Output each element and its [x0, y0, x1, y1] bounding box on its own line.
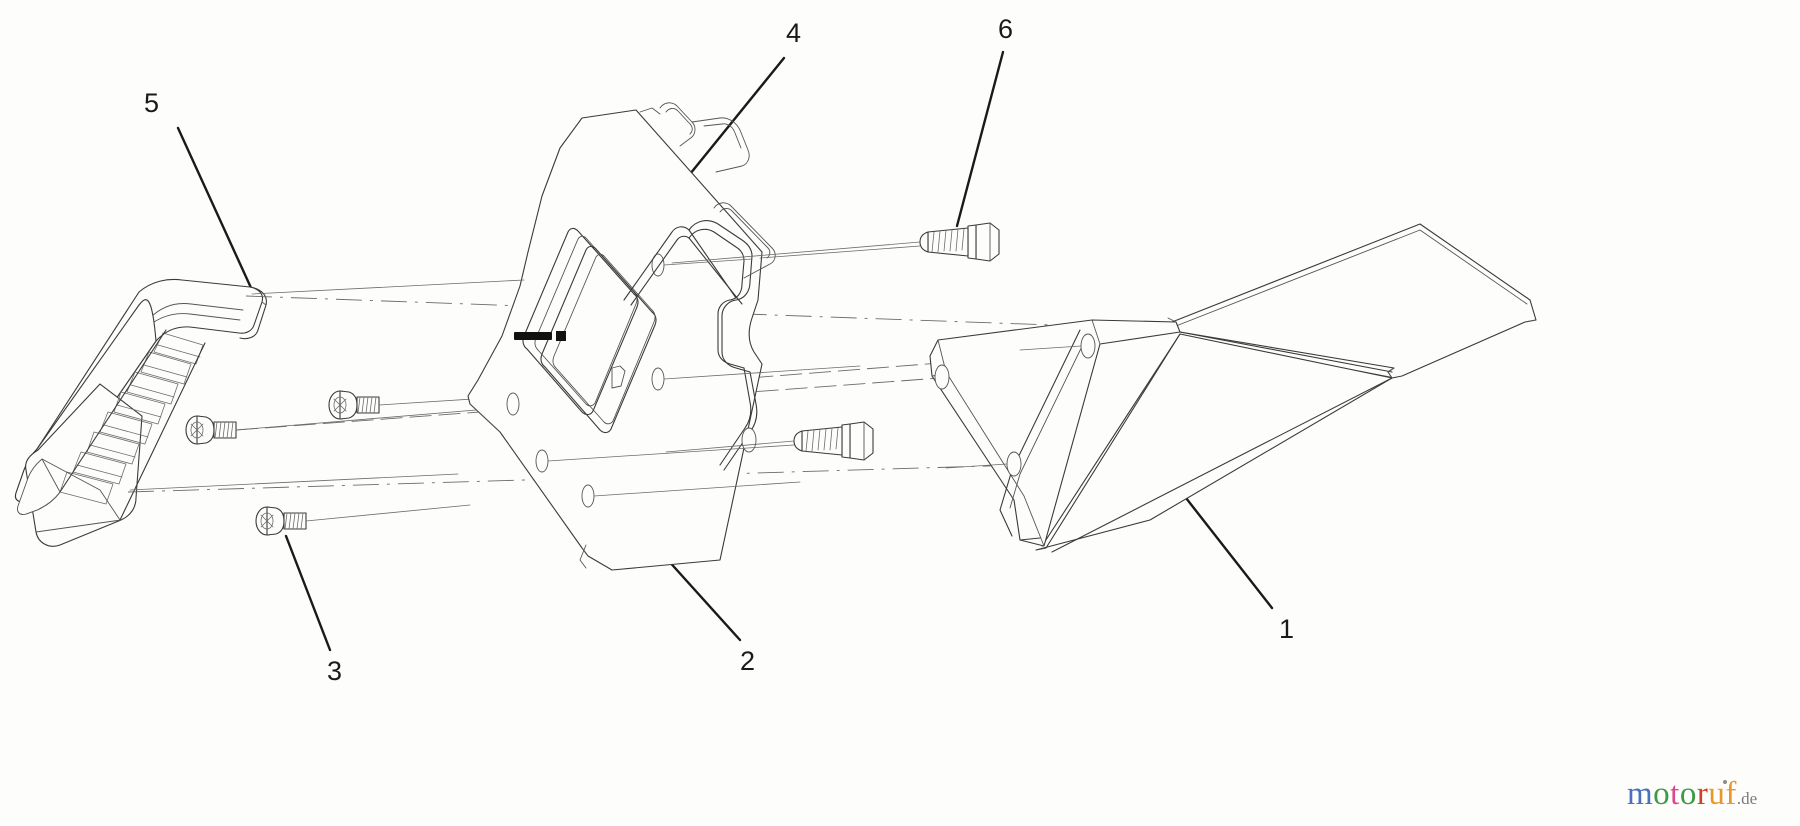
callout-number-4: 4	[786, 18, 802, 48]
watermark-suffix: .de	[1736, 789, 1758, 808]
callout-number-5: 5	[144, 88, 160, 118]
part-hex-bolt-lower	[665, 421, 874, 461]
callout-number-2: 2	[740, 646, 756, 676]
part-hex-bolt-upper	[671, 222, 1000, 264]
callout-number-6: 6	[998, 14, 1014, 44]
watermark-letter-1: o	[1653, 776, 1671, 812]
part-pan-head-screw-mid	[185, 407, 501, 445]
watermark-letter-6: f	[1725, 776, 1737, 812]
part-pan-head-screw-upper	[328, 390, 521, 420]
watermark-motoruf: motoruf.de	[1627, 778, 1757, 811]
watermark-dot	[1723, 780, 1728, 784]
plate-holes	[506, 253, 665, 508]
part-pan-head-screw-3	[255, 504, 471, 536]
assembly-thin-lines	[129, 245, 921, 497]
callout-number-1: 1	[1279, 614, 1295, 644]
part-blade-scoop	[929, 223, 1537, 553]
part-mounting-plate	[467, 107, 763, 571]
plate-emboss	[522, 227, 657, 434]
part-spring-clip	[623, 102, 776, 471]
direction-arrow-marker	[514, 331, 566, 341]
watermark-letter-4: r	[1696, 776, 1709, 812]
part-handle-grip	[14, 278, 267, 547]
watermark-letter-5: u	[1708, 776, 1726, 812]
watermark-letter-2: t	[1670, 776, 1680, 812]
watermark-letter-3: o	[1679, 776, 1697, 812]
callout-number-3: 3	[327, 656, 343, 686]
watermark-letter-0: m	[1627, 776, 1654, 812]
